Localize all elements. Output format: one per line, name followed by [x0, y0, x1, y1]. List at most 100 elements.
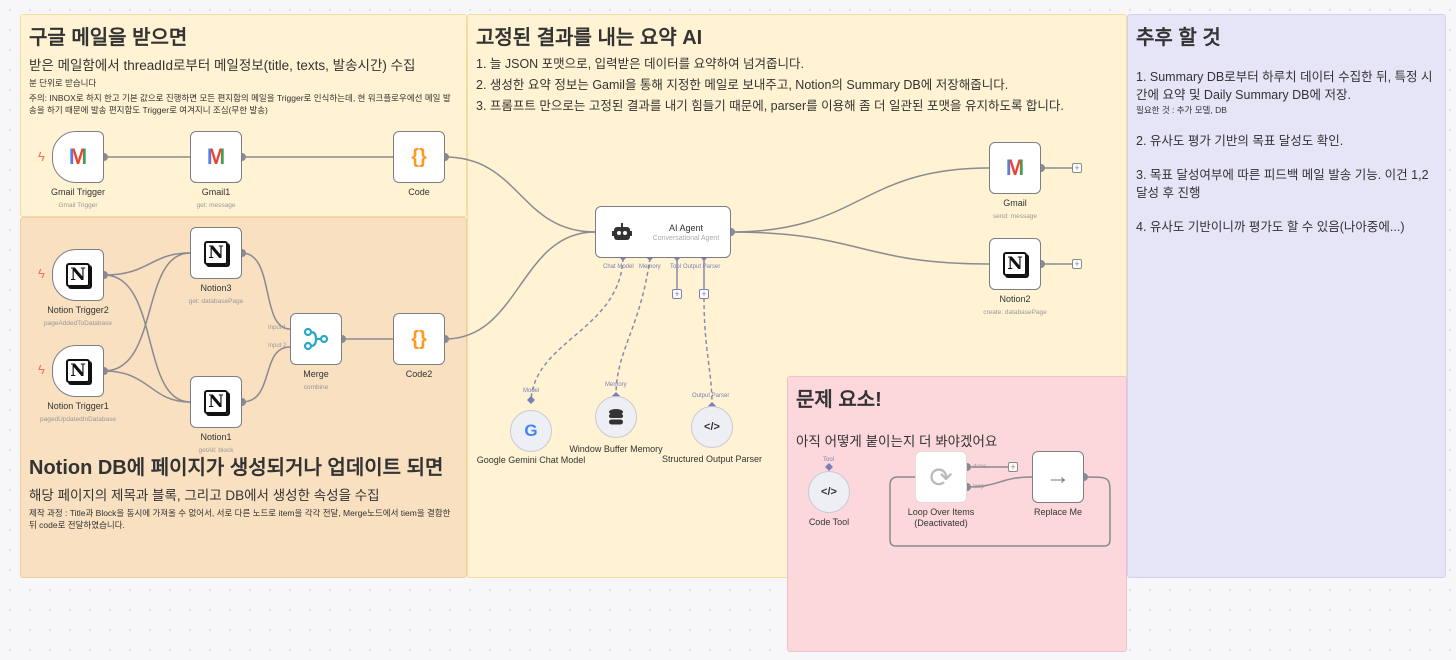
connection — [730, 231, 990, 265]
node-code2[interactable]: {} — [393, 313, 445, 365]
port-label: Chat Model — [603, 264, 634, 270]
node-label: Code — [408, 187, 430, 197]
connection — [444, 156, 596, 233]
add-node-button[interactable]: + — [1008, 462, 1018, 472]
database-icon — [609, 409, 623, 425]
node-label: Code2 — [405, 369, 433, 379]
sticky-note-problem[interactable]: 문제 요소! 아직 어떻게 붙이는지 더 봐야겠어요 — [787, 376, 1127, 652]
connection-parser — [703, 297, 713, 407]
notion-icon: N — [1003, 252, 1027, 276]
connection — [241, 252, 291, 330]
add-tool-button[interactable]: + — [672, 289, 682, 299]
note-item: 1. 늘 JSON 포맷으로, 입력받은 데이터를 요약하여 넘겨줍니다. — [476, 57, 805, 71]
node-notion3[interactable]: N — [190, 227, 242, 279]
node-code-tool[interactable]: </> — [808, 471, 850, 513]
note-item: 2. 유사도 평가 기반의 목표 달성도 확인. — [1136, 134, 1344, 148]
note-title: 추후 할 것 — [1136, 27, 1221, 49]
note-text: 제작 과정 : Title과 Block을 동시에 가져올 수 없어서, 서로 … — [29, 508, 451, 530]
connection-model — [530, 257, 624, 401]
node-gemini-chat-model[interactable]: G — [510, 410, 552, 452]
node-loop-over-items[interactable]: ⟳ — [915, 451, 967, 503]
port-label: Output Parser — [692, 393, 730, 399]
trigger-bolt-icon: ϟ — [38, 149, 45, 164]
add-output-parser-button[interactable]: + — [699, 289, 709, 299]
note-title: Notion DB에 페이지가 생성되거나 업데이트 되면 — [29, 457, 444, 479]
add-node-button[interactable]: + — [1072, 259, 1082, 269]
node-label: Google Gemini Chat Model — [476, 455, 586, 465]
note-title: 고정된 결과를 내는 요약 AI — [476, 27, 703, 49]
port-label: Tool — [670, 264, 682, 270]
note-subtitle: 아직 어떻게 붙이는지 더 봐야겠어요 — [796, 434, 998, 449]
node-code[interactable]: {} — [393, 131, 445, 183]
connection — [103, 252, 191, 276]
node-notion1[interactable]: N — [190, 376, 242, 428]
node-label: Loop Over Items (Deactivated) — [907, 507, 975, 528]
node-ai-agent[interactable]: AI Agent Conversational Agent — [595, 206, 731, 258]
connection — [966, 476, 1033, 488]
arrow-right-icon: → — [1046, 463, 1070, 490]
note-title: 문제 요소! — [796, 389, 882, 411]
trigger-bolt-icon: ϟ — [38, 266, 45, 281]
notion-icon: N — [66, 359, 90, 383]
node-notion2[interactable]: N — [989, 238, 1041, 290]
trigger-bolt-icon: ϟ — [38, 362, 45, 377]
node-label: Replace Me — [1033, 507, 1083, 517]
node-merge[interactable] — [290, 313, 342, 365]
node-notion-trigger2[interactable]: N — [52, 249, 104, 301]
node-label: Window Buffer Memory — [569, 444, 663, 454]
connection — [103, 370, 191, 403]
output-label-loop: loop — [973, 484, 985, 490]
output-label-done: done — [973, 464, 987, 470]
node-structured-output-parser[interactable]: </> — [691, 406, 733, 448]
notion-icon: N — [66, 263, 90, 287]
note-text: 분 단위로 받습니다 — [29, 78, 97, 88]
merge-input-label: Input 1 — [268, 325, 287, 331]
note-item: 3. 프롬프트 만으로는 고정된 결과를 내기 힘들기 때문에, parser를… — [476, 99, 1064, 113]
port-label: Memory — [605, 382, 627, 388]
code-tag-icon: </> — [704, 421, 720, 433]
port-label: Tool — [823, 457, 835, 463]
note-item-note: 필요한 것 : 추가 모델, DB — [1136, 105, 1227, 115]
notion-icon: N — [204, 390, 228, 414]
note-text: 주의: INBOX로 하지 한고 기본 값으로 진행하면 모든 편지함의 메일을… — [29, 93, 451, 115]
merge-icon — [303, 327, 329, 351]
connection — [889, 476, 1111, 547]
note-title: 구글 메일을 받으면 — [29, 27, 188, 49]
connection-memory — [615, 257, 651, 397]
node-gmail-trigger[interactable]: M — [52, 131, 104, 183]
sticky-note-gmail[interactable]: 구글 메일을 받으면 받은 메일함에서 threadId로부터 메일정보(tit… — [20, 14, 467, 217]
port-label: Model — [523, 388, 540, 394]
connection — [730, 167, 990, 233]
node-replace-me[interactable]: → — [1032, 451, 1084, 503]
note-subtitle: 해당 페이지의 제목과 블록, 그리고 DB에서 생성한 속성을 수집 — [29, 488, 380, 503]
robot-icon — [612, 223, 632, 240]
gmail-icon: M — [68, 144, 88, 169]
node-label: Structured Output Parser — [661, 454, 763, 464]
note-subtitle: 받은 메일함에서 threadId로부터 메일정보(title, texts, … — [29, 58, 416, 73]
node-window-buffer-memory[interactable] — [595, 396, 637, 438]
note-item: 3. 목표 달성여부에 따른 피드백 메일 발송 기능. 이건 1,2 달성 후… — [1136, 168, 1429, 200]
code-braces-icon: {} — [411, 145, 427, 168]
node-gmail[interactable]: M — [989, 142, 1041, 194]
gmail-icon: M — [1005, 155, 1025, 180]
connection — [444, 231, 596, 340]
gmail-icon: M — [206, 144, 226, 169]
node-notion-trigger1[interactable]: N — [52, 345, 104, 397]
code-braces-icon: {} — [411, 327, 427, 350]
google-icon: G — [524, 421, 538, 440]
node-title: AI Agent — [668, 222, 704, 233]
note-item: 4. 유사도 기반이니까 평가도 할 수 있음(나아중에...) — [1136, 220, 1405, 234]
node-gmail1[interactable]: M — [190, 131, 242, 183]
merge-input-label: Input 2 — [268, 343, 287, 349]
loop-icon: ⟳ — [929, 461, 953, 493]
connection — [241, 346, 291, 403]
sticky-note-todo[interactable]: 추후 할 것 1. Summary DB로부터 하루치 데이터 수집한 뒤, 특… — [1127, 14, 1446, 578]
add-node-button[interactable]: + — [1072, 163, 1082, 173]
